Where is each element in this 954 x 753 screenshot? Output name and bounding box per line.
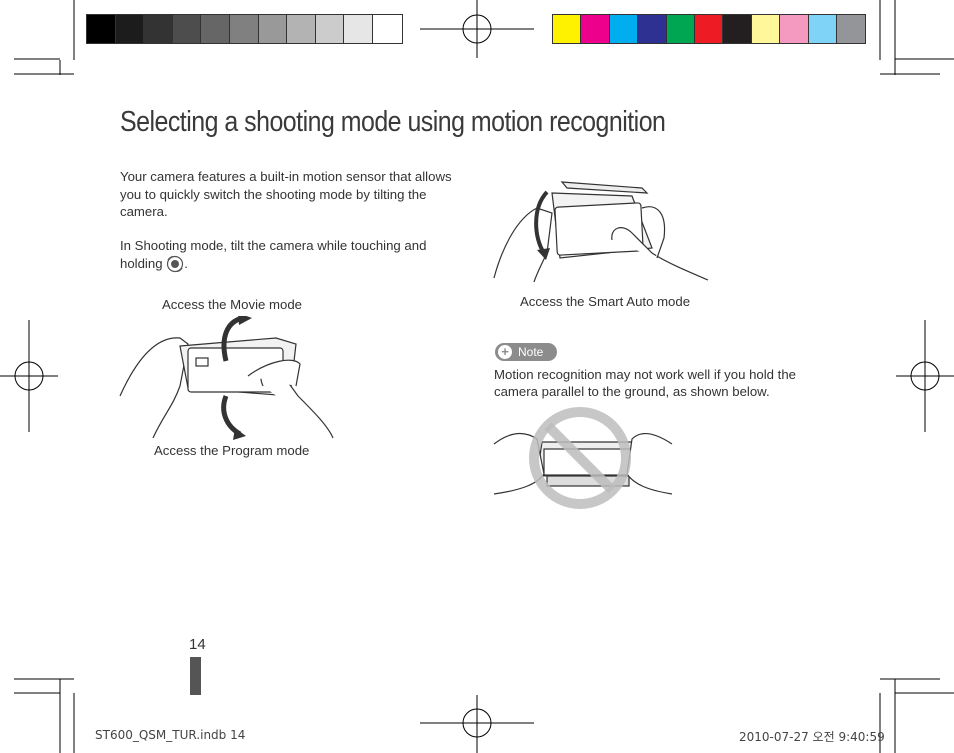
color-swatch	[722, 14, 753, 44]
instruction-text: In Shooting mode, tilt the camera while …	[120, 238, 427, 271]
color-swatch	[286, 14, 317, 44]
caption-program-mode: Access the Program mode	[154, 443, 310, 458]
note-text: Motion recognition may not work well if …	[494, 367, 796, 399]
motion-button-icon	[166, 255, 184, 278]
caption-smart-auto-mode: Access the Smart Auto mode	[520, 294, 691, 309]
tilt-horizontal-illustration	[493, 181, 709, 283]
caption-movie-mode: Access the Movie mode	[162, 297, 302, 312]
color-swatch	[200, 14, 231, 44]
color-swatch	[143, 14, 174, 44]
color-swatch	[835, 14, 867, 44]
color-swatch	[314, 14, 346, 44]
prohibited-flat-camera-illustration	[493, 407, 673, 509]
color-swatch	[114, 14, 146, 44]
note-label: Note	[518, 345, 544, 359]
footer-file-slug: ST600_QSM_TUR.indb 14	[95, 728, 246, 742]
color-swatch	[693, 14, 725, 44]
color-swatch	[372, 14, 403, 44]
color-swatch	[257, 14, 289, 44]
color-swatch	[665, 14, 696, 44]
color-swatch	[343, 14, 374, 44]
color-swatch	[86, 14, 117, 44]
color-swatch	[779, 14, 810, 44]
color-swatch	[637, 14, 668, 44]
color-swatch	[229, 14, 260, 44]
color-swatch	[608, 14, 640, 44]
color-swatch	[580, 14, 611, 44]
color-swatch	[807, 14, 838, 44]
instruction-paragraph: In Shooting mode, tilt the camera while …	[120, 237, 465, 277]
note-badge: + Note	[495, 343, 557, 361]
color-swatch	[171, 14, 203, 44]
footer-timestamp: 2010-07-27 오전 9:40:59	[739, 730, 885, 744]
plus-icon: +	[498, 345, 512, 359]
page-title: Selecting a shooting mode using motion r…	[120, 106, 666, 138]
page-number: 14	[189, 636, 206, 653]
color-swatch	[551, 14, 583, 44]
instruction-end: .	[184, 255, 188, 271]
color-swatch	[750, 14, 782, 44]
page-marker-bar	[190, 657, 201, 695]
tilt-vertical-illustration	[119, 316, 334, 440]
intro-paragraph: Your camera features a built-in motion s…	[120, 169, 452, 219]
